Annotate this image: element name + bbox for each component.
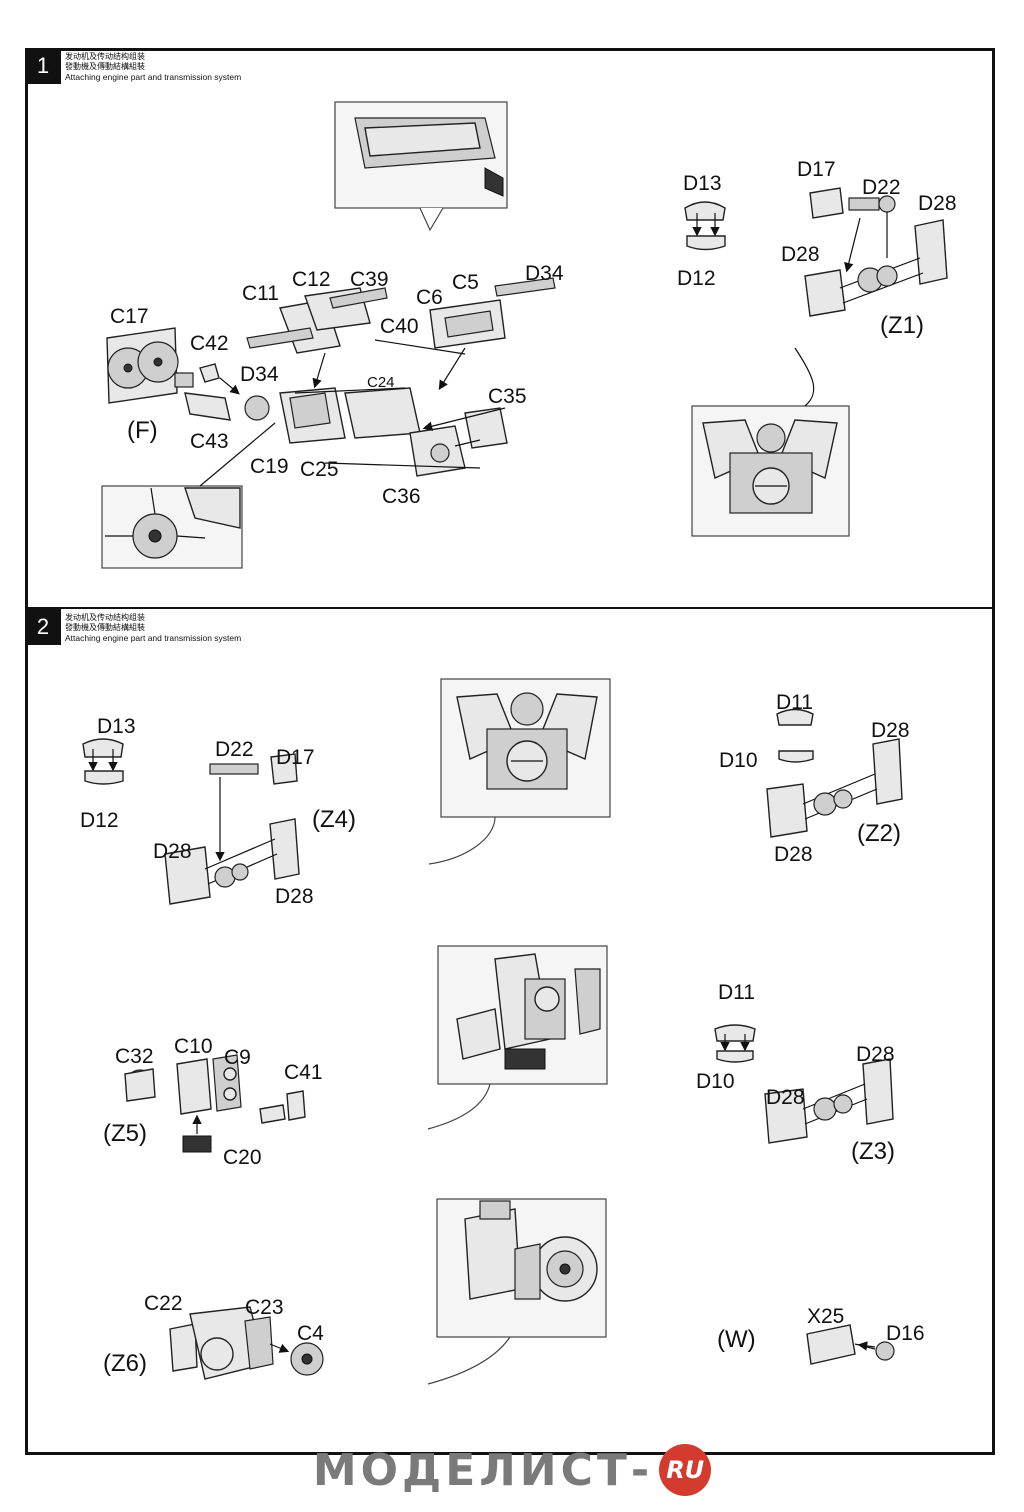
label-d28-top: D28	[918, 192, 957, 215]
transmission-inset-1	[691, 405, 850, 537]
label-d16: D16	[886, 1322, 925, 1345]
label-c10: C10	[174, 1035, 213, 1058]
z6-subassembly	[169, 1306, 324, 1380]
fan-detail-inset	[101, 485, 243, 569]
group-label-w: (W)	[717, 1326, 756, 1353]
label-d28-z3-left: D28	[766, 1086, 805, 1109]
d13-d12-subassembly	[684, 201, 726, 251]
z2-subassembly	[766, 708, 903, 838]
step-2-caption-cn-traditional: 發動機及傳動結構組裝	[65, 623, 145, 632]
step-2-panel: 2 发动机及传动结构组装 發動機及傳動結構組裝 Attaching engine…	[25, 607, 995, 1455]
step-1-number: 1	[25, 48, 61, 84]
label-c11: C11	[242, 282, 279, 305]
z1-pointer	[794, 347, 815, 407]
transmission-inset-2	[428, 678, 611, 865]
label-d13-z4: D13	[97, 715, 136, 738]
label-d28-z2-bottom: D28	[774, 843, 813, 866]
gearbox-inset	[427, 945, 608, 1130]
label-d11-z2: D11	[776, 691, 813, 714]
group-label-z6: (Z6)	[103, 1350, 147, 1377]
label-d28-z3-top: D28	[856, 1043, 895, 1066]
label-d22-z4: D22	[215, 738, 254, 761]
step-1-header: 1 发动机及传动结构组装 發動機及傳動結構組裝 Attaching engine…	[25, 48, 241, 84]
step-2-number: 2	[25, 609, 61, 645]
step-2-caption-en: Attaching engine part and transmission s…	[65, 633, 242, 643]
z5-subassembly	[124, 1054, 306, 1153]
label-c17: C17	[110, 305, 149, 328]
step-2-caption-cn-simplified: 发动机及传动结构组装	[65, 613, 145, 622]
label-d34-right: D34	[525, 262, 564, 285]
label-d28-z2-top: D28	[871, 719, 910, 742]
step-2-diagram: D13 D12 D22 D17 D28 D28 D11 D10 D28 D28 …	[80, 678, 925, 1385]
label-d28-z4-left: D28	[153, 840, 192, 863]
label-c12: C12	[292, 268, 331, 291]
label-x25: X25	[807, 1305, 844, 1328]
label-d12: D12	[677, 267, 716, 290]
step-2-captions: 发动机及传动结构组装 發動機及傳動結構組裝 Attaching engine p…	[65, 613, 241, 643]
label-c43: C43	[190, 430, 229, 453]
label-d28-z4-right: D28	[275, 885, 314, 908]
label-c4: C4	[297, 1322, 324, 1345]
label-d22: D22	[862, 176, 901, 199]
step-1-captions: 发动机及传动结构组装 發動機及傳動結構組裝 Attaching engine p…	[65, 52, 241, 82]
group-label-z5: (Z5)	[103, 1120, 147, 1147]
label-c6: C6	[416, 286, 443, 309]
label-c39: C39	[350, 268, 389, 291]
engine-assembly	[106, 277, 556, 477]
label-c19: C19	[250, 455, 289, 478]
label-c25: C25	[300, 458, 339, 481]
w-subassembly	[806, 1324, 895, 1365]
label-c9: C9	[224, 1046, 251, 1069]
step-1-panel: 1 发动机及传动结构组装 發動機及傳動結構組裝 Attaching engine…	[25, 48, 995, 608]
label-c22: C22	[144, 1292, 183, 1315]
watermark-text: МОДЕЛИСТ-	[312, 1444, 654, 1496]
label-c40: C40	[380, 315, 419, 338]
label-c5: C5	[452, 271, 479, 294]
label-d10-z3: D10	[696, 1070, 735, 1093]
label-c32: C32	[115, 1045, 154, 1068]
step-1-caption-en: Attaching engine part and transmission s…	[65, 72, 242, 82]
group-label-z2: (Z2)	[857, 820, 901, 847]
label-d12-z4: D12	[80, 809, 119, 832]
watermark-badge: RU	[659, 1444, 712, 1496]
step-1-caption-cn-simplified: 发动机及传动结构组装	[65, 52, 145, 61]
label-c35: C35	[488, 385, 527, 408]
z4-subassembly	[82, 738, 300, 905]
watermark: МОДЕЛИСТ- RU	[0, 1440, 1024, 1500]
label-d28-left: D28	[781, 243, 820, 266]
label-c36: C36	[382, 485, 421, 508]
z1-subassembly	[804, 187, 948, 317]
label-d13: D13	[683, 172, 722, 195]
final-drive-inset	[427, 1198, 607, 1385]
group-label-z4: (Z4)	[312, 806, 356, 833]
z3-subassembly	[714, 1024, 894, 1144]
group-label-z3: (Z3)	[851, 1138, 895, 1165]
label-d17-z4: D17	[276, 746, 315, 769]
step-2-header: 2 发动机及传动结构组装 發動機及傳動結構組裝 Attaching engine…	[25, 609, 241, 645]
group-label-z1: (Z1)	[880, 312, 924, 339]
label-c24: C24	[367, 374, 395, 391]
instruction-sheet-frame	[25, 48, 995, 1455]
step-1-diagram: C17 C42 C11 C12 C39 C40 C6 C5 D34 D34 C2…	[101, 101, 957, 569]
fan-inset-pointer	[199, 422, 276, 487]
label-c23: C23	[245, 1296, 284, 1319]
label-d17: D17	[797, 158, 836, 181]
label-d11-z3: D11	[718, 981, 755, 1004]
label-d10-z2: D10	[719, 749, 758, 772]
step-1-caption-cn-traditional: 發動機及傳動結構組裝	[65, 62, 145, 71]
engine-top-inset	[334, 101, 508, 232]
group-label-f: (F)	[127, 417, 158, 444]
label-c42: C42	[190, 332, 229, 355]
label-c41: C41	[284, 1061, 323, 1084]
label-c20: C20	[223, 1146, 262, 1169]
label-d34-left: D34	[240, 363, 279, 386]
